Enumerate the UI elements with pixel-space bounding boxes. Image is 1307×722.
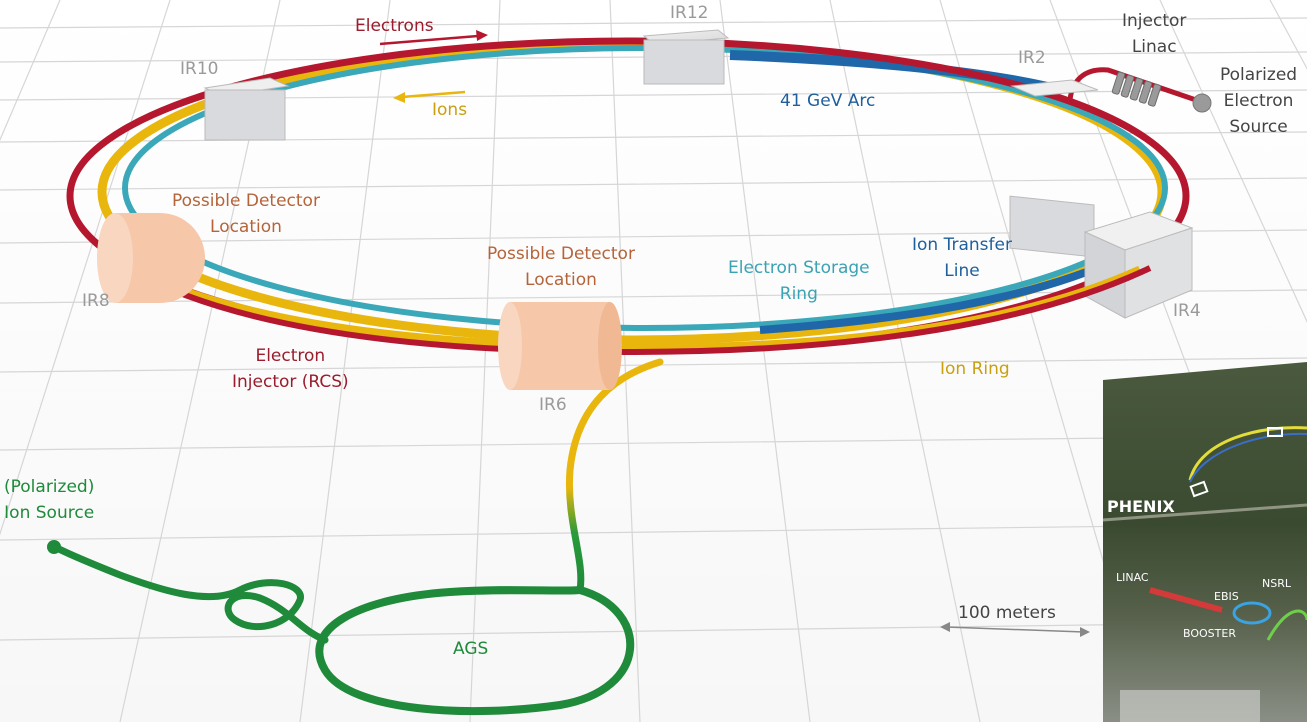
scale-label: 100 meters <box>958 603 1056 623</box>
polarized-electron-source-label: Polarized Electron Source <box>1220 65 1298 137</box>
detector-left-label: Possible Detector Location <box>172 191 320 237</box>
electron-source-sphere <box>1192 93 1212 113</box>
ebis-label: EBIS <box>1214 590 1239 603</box>
ir10-label: IR10 <box>180 59 219 79</box>
booster-loop <box>51 543 329 644</box>
inset-aerial-photo <box>1102 362 1307 722</box>
ir6-label: IR6 <box>539 395 567 415</box>
injector-linac-label: Injector Linac <box>1122 11 1187 57</box>
injector-linac <box>1067 67 1212 113</box>
electron-injector-label: Electron Injector (RCS) <box>232 346 349 392</box>
ion-transfer-line-label: Ion Transfer Line <box>912 235 1012 281</box>
detector-ir8 <box>97 213 205 303</box>
phenix-label: PHENIX <box>1107 497 1175 516</box>
ion-direction-arrow <box>393 90 466 103</box>
detector-center-label: Possible Detector Location <box>487 244 635 290</box>
detector-ir6 <box>498 302 622 390</box>
ir12-box <box>642 29 730 85</box>
electron-direction-arrow <box>379 30 488 46</box>
ion-source-dot <box>47 540 61 554</box>
nsrl-label: NSRL <box>1262 577 1291 590</box>
ion-source-label: (Polarized) Ion Source <box>4 477 95 523</box>
booster-label: BOOSTER <box>1183 627 1236 640</box>
ir8-label: IR8 <box>82 291 110 311</box>
electrons-label: Electrons <box>355 16 434 36</box>
ags-ring <box>315 586 635 716</box>
ir2-box <box>1009 79 1099 258</box>
ion-transfer-line-blue <box>759 254 1122 334</box>
electron-storage-ring-label: Electron Storage Ring <box>728 258 870 304</box>
ags-label: AGS <box>453 639 489 659</box>
ir12-label: IR12 <box>670 3 709 23</box>
linac-label: LINAC <box>1116 571 1149 584</box>
ir4-label: IR4 <box>1173 301 1201 321</box>
ions-label: Ions <box>432 100 468 120</box>
arc-41gev-blue <box>729 50 1062 95</box>
ir2-label: IR2 <box>1018 48 1046 68</box>
scale-arrow <box>940 622 1090 637</box>
ir10-box <box>203 77 290 141</box>
ion-ring-label: Ion Ring <box>940 359 1010 379</box>
arc-label: 41 GeV Arc <box>780 91 876 111</box>
ir4-box <box>1083 211 1194 319</box>
